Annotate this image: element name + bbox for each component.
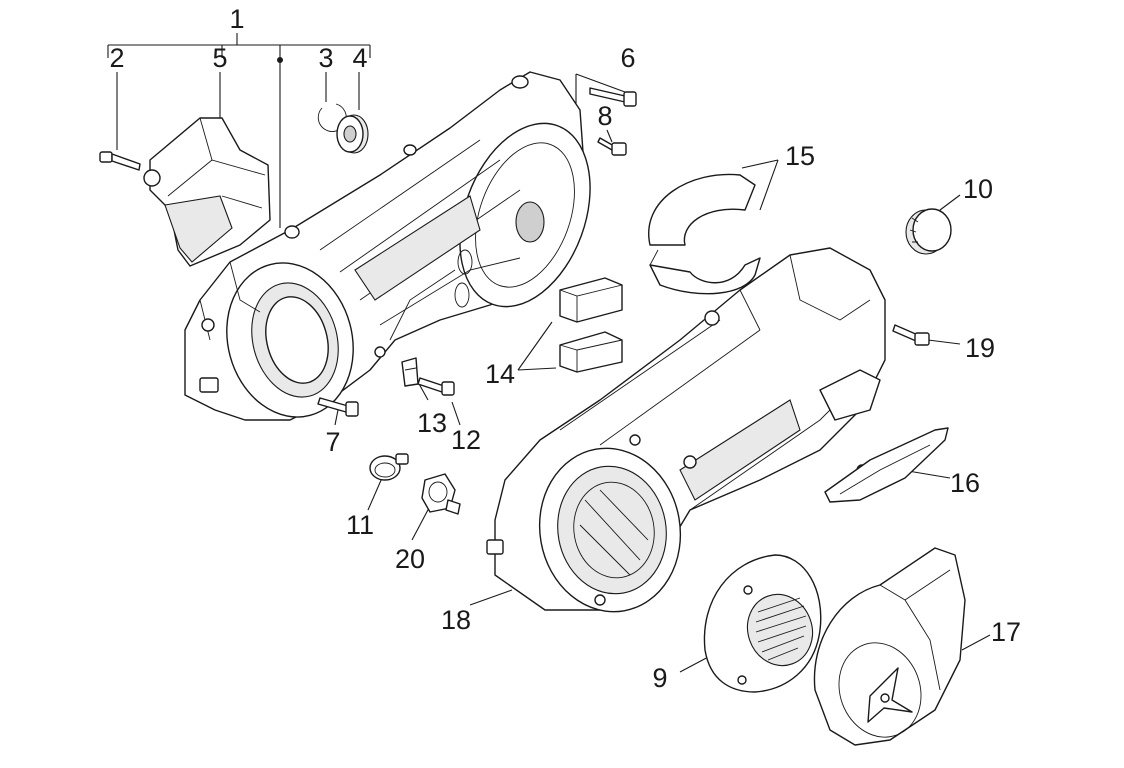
foam-pads-15 (648, 173, 761, 295)
callout-18: 18 (441, 605, 471, 635)
callout-3: 3 (318, 43, 333, 73)
callout-9: 9 (652, 663, 667, 693)
callout-11: 11 (346, 510, 374, 540)
callout-6: 6 (620, 43, 635, 73)
bolt-6 (589, 87, 637, 107)
callout-15: 15 (785, 141, 815, 171)
leader-lines (107, 33, 991, 673)
callout-2: 2 (109, 43, 124, 73)
callout-10: 10 (963, 174, 993, 204)
screw-2 (99, 151, 141, 171)
bolt-7 (317, 397, 359, 417)
callout-16: 16 (950, 468, 980, 498)
circlip (317, 103, 347, 132)
callout-5: 5 (212, 43, 227, 73)
bolt-8 (597, 137, 627, 156)
callout-14: 14 (485, 359, 515, 389)
leader-20 (411, 505, 431, 541)
screw-19 (892, 324, 930, 346)
callout-19: 19 (965, 333, 995, 363)
cap-10 (905, 208, 952, 255)
leader-18 (469, 589, 513, 606)
leader-group-1 (107, 33, 371, 58)
bearing (336, 114, 369, 154)
grille-cover-9 (703, 554, 822, 693)
leader-17 (961, 634, 991, 651)
hose-clamp-11 (369, 453, 409, 481)
callout-7: 7 (325, 427, 340, 457)
leader-8 (606, 129, 613, 143)
callout-13: 13 (417, 408, 447, 438)
callout-labels: 1 2 5 3 4 6 8 15 10 19 14 13 12 7 16 11 … (109, 4, 1021, 693)
trim-strip-16 (824, 427, 949, 503)
leader-19 (927, 339, 961, 345)
callout-17: 17 (991, 617, 1021, 647)
leader-14 (517, 321, 557, 371)
leader-11 (367, 477, 383, 511)
inlet-duct-cover (143, 117, 271, 267)
leader-12 (451, 401, 461, 426)
leader-15 (741, 159, 779, 211)
callout-4: 4 (352, 43, 367, 73)
callout-12: 12 (451, 425, 481, 455)
clamp-20 (421, 473, 461, 515)
callout-1: 1 (229, 4, 244, 34)
callout-1-dot (277, 57, 283, 63)
leader-10 (939, 194, 961, 211)
callout-8: 8 (597, 101, 612, 131)
inner-transmission-cover (184, 71, 591, 421)
outer-transmission-cover (486, 247, 886, 613)
callout-20: 20 (395, 544, 425, 574)
filter-blocks-14 (559, 277, 623, 373)
screw-12 (417, 377, 455, 396)
clip-13 (401, 357, 419, 387)
outer-cover-17 (813, 547, 966, 746)
